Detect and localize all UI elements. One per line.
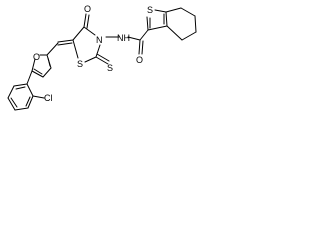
thiophene-ring: [146, 9, 168, 31]
ring-sulfur-label: S: [77, 59, 83, 69]
chlorine-label: Cl: [44, 93, 53, 103]
amide-oxygen-label: O: [136, 55, 143, 65]
thiazolidinone-ring: [72, 13, 120, 65]
chlorophenyl-ring: [7, 70, 45, 111]
amide-group: [127, 29, 149, 55]
cyclohexane-ring: [165, 7, 197, 41]
furan-ring: [31, 54, 52, 78]
thiophene-sulfur-label: S: [147, 5, 153, 15]
atom-labels: O N NH O S S S O Cl: [33, 4, 153, 103]
nitrogen-label: N: [96, 35, 103, 45]
chemical-structure-diagram: O N NH O S S S O Cl: [7, 4, 197, 111]
furan-oxygen-label: O: [33, 52, 40, 62]
carbonyl-oxygen-label: O: [84, 4, 91, 14]
methylidene-linker: [46, 39, 74, 56]
thioxo-sulfur-label: S: [107, 63, 113, 73]
amide-nh-label: NH: [117, 33, 130, 43]
